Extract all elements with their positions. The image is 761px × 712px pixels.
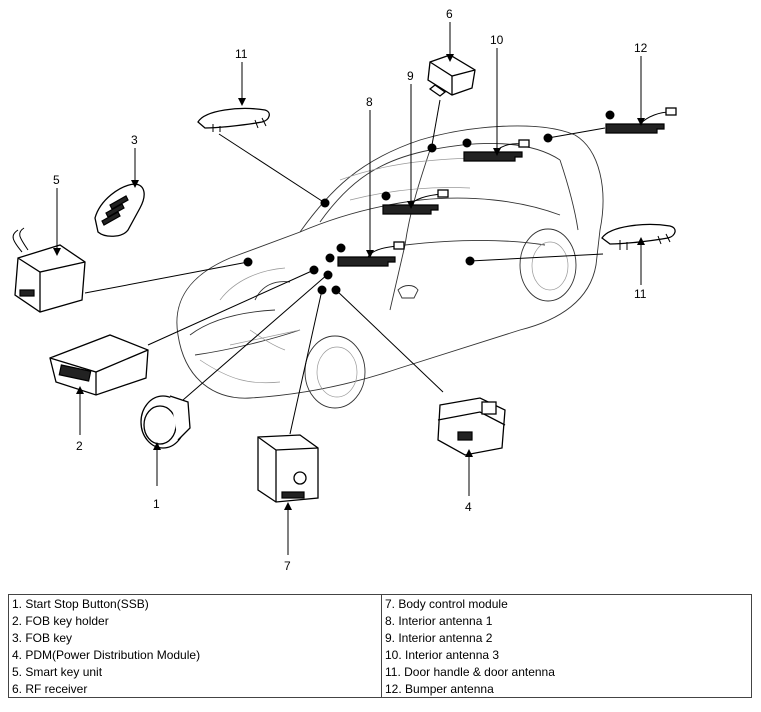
legend-row: 6. RF receiver 12. Bumper antenna	[8, 680, 752, 698]
legend-item: 8. Interior antenna 1	[381, 612, 752, 629]
callout-6: 6	[446, 7, 453, 21]
callout-3: 3	[131, 133, 138, 147]
callout-9: 9	[407, 69, 414, 83]
fob-key-holder-part	[49, 334, 149, 396]
legend-row: 1. Start Stop Button(SSB) 7. Body contro…	[8, 594, 752, 612]
callout-4: 4	[465, 500, 472, 514]
legend-row: 4. PDM(Power Distribution Module) 10. In…	[8, 646, 752, 663]
leader-lines	[84, 99, 606, 435]
legend-row: 5. Smart key unit 11. Door handle & door…	[8, 663, 752, 680]
location-dots	[243, 110, 615, 295]
callout-8: 8	[366, 95, 373, 109]
legend-row: 2. FOB key holder 8. Interior antenna 1	[8, 612, 752, 629]
callout-1: 1	[153, 497, 160, 511]
callout-11-left: 11	[235, 47, 248, 61]
legend-item: 6. RF receiver	[8, 680, 382, 698]
legend-item: 1. Start Stop Button(SSB)	[8, 594, 382, 612]
legend-row: 3. FOB key 9. Interior antenna 2	[8, 629, 752, 646]
callout-5: 5	[53, 173, 60, 187]
car-outline	[176, 125, 604, 409]
legend-item: 5. Smart key unit	[8, 663, 382, 680]
legend-item: 10. Interior antenna 3	[381, 646, 752, 663]
callout-arrows	[53, 22, 645, 555]
callout-10: 10	[490, 33, 504, 47]
interior-antenna-2-part	[382, 189, 449, 215]
callout-7: 7	[284, 559, 291, 573]
interior-antenna-1-part	[337, 241, 405, 267]
door-handle-left-part	[197, 107, 270, 132]
legend-item: 9. Interior antenna 2	[381, 629, 752, 646]
body-control-module-part	[257, 434, 319, 503]
legend-table: 1. Start Stop Button(SSB) 7. Body contro…	[8, 594, 752, 698]
legend-item: 3. FOB key	[8, 629, 382, 646]
legend-item: 7. Body control module	[381, 594, 752, 612]
callout-12: 12	[634, 41, 648, 55]
legend-item: 11. Door handle & door antenna	[381, 663, 752, 680]
door-handle-right-part	[601, 223, 676, 250]
legend-item: 12. Bumper antenna	[381, 680, 752, 698]
fob-key-part	[94, 183, 145, 237]
component-location-diagram: 1 2 3 4 5 6 7 8 9 10 11 11 12	[12, 7, 677, 573]
callout-2: 2	[76, 439, 83, 453]
callout-11-right: 11	[634, 287, 647, 301]
legend-item: 4. PDM(Power Distribution Module)	[8, 646, 382, 663]
legend-item: 2. FOB key holder	[8, 612, 382, 629]
interior-antenna-3-part	[463, 139, 530, 162]
start-stop-button-part	[140, 395, 191, 449]
pdm-part	[437, 397, 506, 456]
rf-receiver-part	[427, 54, 476, 97]
smart-key-unit-part	[12, 227, 86, 313]
